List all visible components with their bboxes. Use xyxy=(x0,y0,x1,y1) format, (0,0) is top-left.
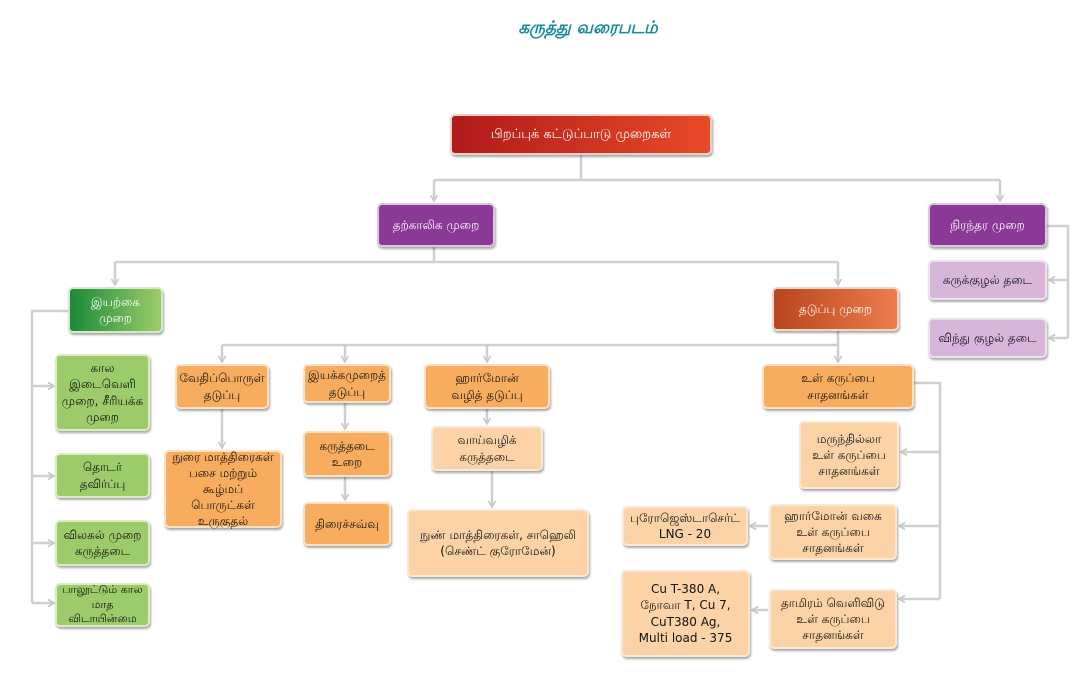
periodic-abstinence-node: கால இடைவெளி முறை, சீரியக்க முறை xyxy=(55,354,150,431)
condom-node: கருத்தடை உறை xyxy=(303,431,391,477)
mechanical-barrier-node: இயக்கமுறைத் தடுப்பு xyxy=(303,364,391,403)
chemical-barrier-node: வேதிப்பொருள் தடுப்பு xyxy=(175,364,269,409)
copper-iud-node: தாமிரம் வெளிவிடு உள் கருப்பை சாதனங்கள் xyxy=(769,589,897,649)
page-title: கருத்து வரைபடம் xyxy=(518,18,658,38)
natural-method-node: இயற்கை முறை xyxy=(68,287,163,333)
barrier-method-node: தடுப்பு முறை xyxy=(772,287,899,331)
non-medicated-iud-node: மருந்தில்லா உள் கருப்பை சாதனங்கள் xyxy=(799,421,899,489)
tubectomy-node: கருக்குழல் தடை xyxy=(928,260,1047,300)
diaphragm-node: திரைச்சவ்வு xyxy=(303,502,391,546)
lactational-amenorrhea-node: பாலூட்டும் கால மாத விடாயின்மை xyxy=(55,583,150,627)
hormonal-iud-node: ஹார்மோன் வகை உள் கருப்பை சாதனங்கள் xyxy=(769,504,897,560)
permanent-method-node: நிரந்தர முறை xyxy=(928,203,1047,247)
temporary-method-node: தற்காலிக முறை xyxy=(377,203,495,247)
oral-pills-node: வாய்வழிக் கருத்தடை xyxy=(431,426,543,471)
continuous-abstinence-node: தொடர் தவிர்ப்பு xyxy=(55,453,150,498)
root-node: பிறப்புக் கட்டுப்பாடு முறைகள் xyxy=(450,114,712,155)
hormonal-iud-examples-node: புரோஜெஸ்டாசெர்ட் LNG - 20 xyxy=(622,506,748,546)
oral-pills-detail-node: நுண் மாத்திரைகள், சாஹெலி (செண்ட் குரோமேன… xyxy=(407,509,589,577)
iud-node: உள் கருப்பை சாதனங்கள் xyxy=(762,364,914,409)
withdrawal-node: விலகல் முறை கருத்தடை xyxy=(55,520,150,566)
vasectomy-node: விந்து குழல் தடை xyxy=(928,318,1047,358)
copper-iud-examples-node: Cu T-380 A, நோவா T, Cu 7, CuT380 Ag, Mul… xyxy=(621,570,750,657)
spermicides-node: நுரை மாத்திரைகள் பசை மற்றும் கூழ்மப் பொர… xyxy=(164,450,282,528)
hormonal-barrier-node: ஹார்மோன் வழித் தடுப்பு xyxy=(424,364,550,409)
